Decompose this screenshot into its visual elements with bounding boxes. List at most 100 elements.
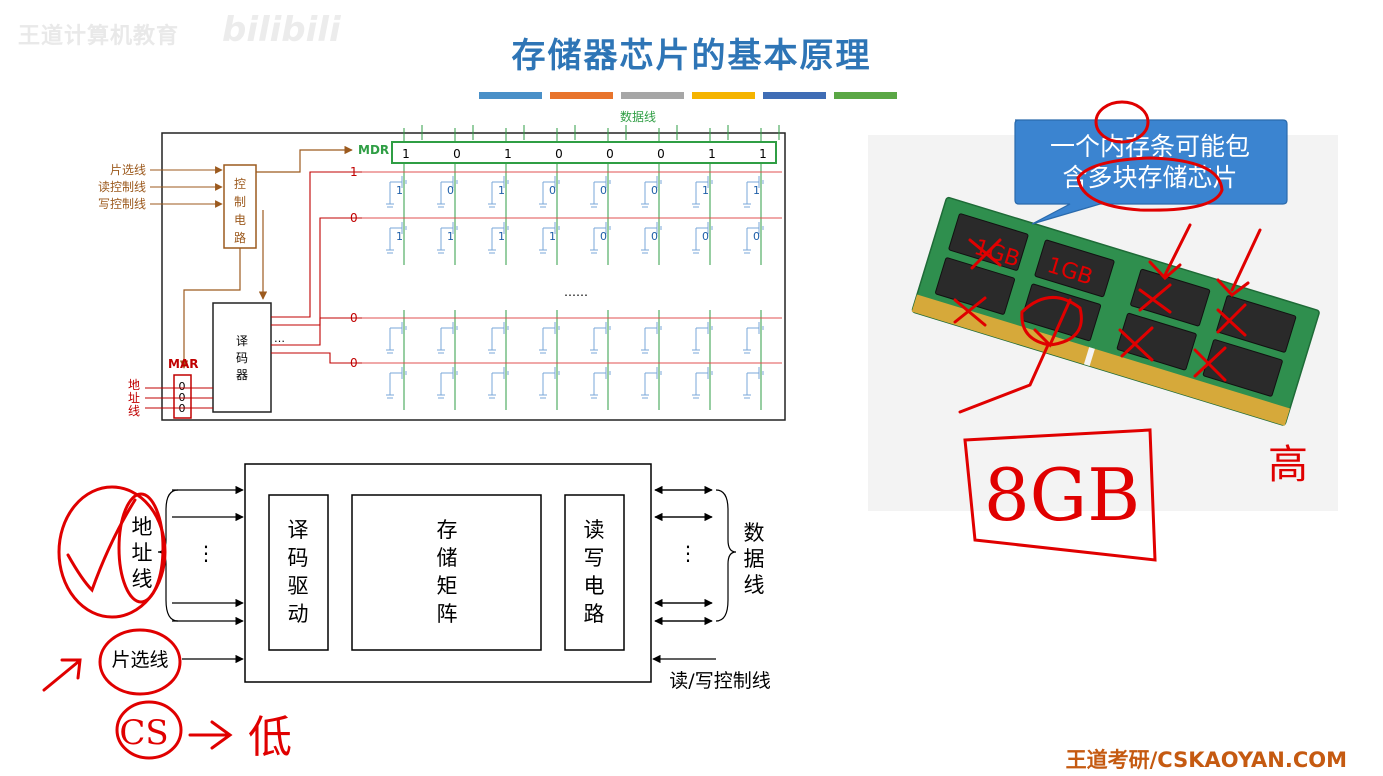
storage-cell xyxy=(386,322,407,354)
rw-circuit-label-char: 路 xyxy=(584,602,605,626)
decoder-label-char: 码 xyxy=(236,351,248,365)
storage-cell: 0 xyxy=(641,222,662,254)
mdr-register xyxy=(391,141,777,164)
mar-label: MAR xyxy=(168,357,198,371)
color-bar-1 xyxy=(479,92,542,99)
storage-cell: 1 xyxy=(488,222,509,254)
storage-matrix-label-char: 储 xyxy=(437,546,458,570)
ram-chip xyxy=(1034,239,1115,298)
mdr-bit: 0 xyxy=(657,147,665,161)
decoder-driver-box xyxy=(268,494,329,651)
callout-line-2: 含多块存储芯片 xyxy=(1062,163,1237,192)
address-lines-label-char: 线 xyxy=(132,567,153,591)
storage-cell xyxy=(641,367,662,399)
mar-register xyxy=(173,374,192,419)
cs-annotation: CS xyxy=(119,713,168,753)
rw-circuit-label-char: 电 xyxy=(584,574,605,598)
color-bar-2 xyxy=(550,92,613,99)
decoder-driver-label-char: 译 xyxy=(288,518,309,542)
rw-circuit-label-char: 写 xyxy=(584,546,605,570)
rw-circuit-label-char: 读 xyxy=(584,518,605,542)
cell-value: 1 xyxy=(447,230,454,243)
cell-value: 1 xyxy=(702,184,709,197)
storage-cell: 1 xyxy=(692,176,713,208)
mdr-label: MDR xyxy=(358,143,389,157)
mdr-bit: 0 xyxy=(606,147,614,161)
ram-chip xyxy=(948,213,1029,271)
color-bar-6 xyxy=(834,92,897,99)
rw-circuit-box xyxy=(564,494,625,651)
storage-cell xyxy=(590,367,611,399)
storage-cell xyxy=(641,322,662,354)
ram-chip xyxy=(1130,268,1211,327)
cell-value: 1 xyxy=(396,184,403,197)
storage-cell: 1 xyxy=(386,222,407,254)
footer-brand: 王道考研/CSKAOYAN.COM xyxy=(1065,748,1347,772)
ram-chip xyxy=(935,257,1016,315)
cell-value: 1 xyxy=(753,184,760,197)
storage-cell: 1 xyxy=(386,176,407,208)
page-title: 存储器芯片的基本原理 xyxy=(511,36,872,76)
color-bar-5 xyxy=(763,92,826,99)
storage-cell xyxy=(692,367,713,399)
cell-value: 0 xyxy=(651,230,658,243)
control-input-label: 片选线 xyxy=(110,163,146,177)
color-bar-3 xyxy=(621,92,684,99)
storage-cell xyxy=(743,322,764,354)
cell-value: 0 xyxy=(447,184,454,197)
chip-select-label: 片选线 xyxy=(111,649,168,671)
control-circuit-box xyxy=(223,164,257,249)
cell-value: 0 xyxy=(702,230,709,243)
storage-cell xyxy=(488,367,509,399)
storage-cell: 1 xyxy=(743,176,764,208)
data-lines-label-char: 线 xyxy=(744,573,765,597)
decoder-box xyxy=(212,302,272,413)
storage-cell: 0 xyxy=(641,176,662,208)
control-circuit-label-char: 电 xyxy=(234,213,246,227)
mdr-bit: 1 xyxy=(504,147,512,161)
mdr-bit: 0 xyxy=(453,147,461,161)
data-line-label: 数据线 xyxy=(620,109,656,124)
decoder-ellipsis: … xyxy=(274,332,285,345)
storage-cell xyxy=(590,322,611,354)
mar-bit: 0 xyxy=(179,380,186,393)
bilibili-logo: bilibili xyxy=(222,10,341,50)
high-annotation: 高 xyxy=(1268,442,1308,488)
decoder-driver-label-char: 驱 xyxy=(288,574,309,598)
storage-matrix-label-char: 矩 xyxy=(437,574,458,598)
address-line-label-char: 线 xyxy=(128,404,140,418)
mdr-bit: 1 xyxy=(708,147,716,161)
handwritten-annotations xyxy=(42,100,1262,760)
storage-cell: 1 xyxy=(437,222,458,254)
low-annotation: 低 xyxy=(248,712,292,763)
data-lines-label-char: 数 xyxy=(744,521,765,545)
storage-cell: 0 xyxy=(590,176,611,208)
data-vdots: ⋮ xyxy=(678,541,698,565)
control-input-label: 读控制线 xyxy=(98,180,146,194)
handwritten-text: CS 低 高 8GB 1GB 1GB xyxy=(119,235,1308,763)
cell-value: 1 xyxy=(396,230,403,243)
storage-matrix-box xyxy=(351,494,542,651)
mdr-bit: 1 xyxy=(759,147,767,161)
storage-cell: 0 xyxy=(539,176,560,208)
address-vdots: ⋮ xyxy=(196,541,216,565)
address-lines-label-char: 地 xyxy=(132,515,153,539)
watermark-text: 王道计算机教育 xyxy=(18,24,180,49)
color-bar-4 xyxy=(692,92,755,99)
storage-cell xyxy=(437,322,458,354)
storage-cell: 0 xyxy=(590,222,611,254)
cell-value: 0 xyxy=(549,184,556,197)
address-line-label-char: 地 xyxy=(128,378,140,392)
cell-value: 1 xyxy=(498,184,505,197)
storage-cell xyxy=(386,367,407,399)
cell-value: 0 xyxy=(651,184,658,197)
storage-cell xyxy=(539,367,560,399)
storage-cell: 1 xyxy=(488,176,509,208)
cell-value: 0 xyxy=(753,230,760,243)
storage-matrix-label-char: 存 xyxy=(437,518,458,542)
storage-cell: 0 xyxy=(437,176,458,208)
storage-cell xyxy=(692,322,713,354)
storage-cell: 0 xyxy=(692,222,713,254)
